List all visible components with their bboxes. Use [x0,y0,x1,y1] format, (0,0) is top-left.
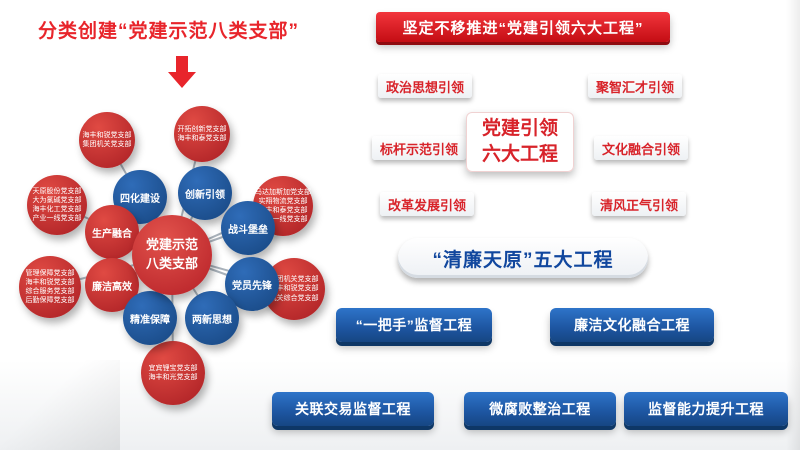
branch-name: 机关综合党支部 [269,294,319,302]
ribbon-reform: 改革发展引领 [380,192,474,216]
category-label: 生产融合 [92,228,132,240]
branch-name: 海丰和光党支部 [148,374,198,381]
ribbon-culture: 文化融合引领 [594,136,688,160]
branch-name: 管理保障党支部 [25,269,75,277]
category-label: 战斗堡垒 [228,224,268,236]
inner-category-circle: 两新思想 [185,291,239,345]
down-arrow-stem [176,56,188,72]
branch-name: 后勤保障党支部 [25,297,75,305]
inner-category-circle: 精准保障 [123,291,177,345]
branch-name: 大为氯碱党支部 [32,196,82,204]
branch-name: 集团机关党支部 [269,276,319,284]
project-button-micro-corruption: 微腐败整治工程 [464,392,616,426]
down-arrow-head [168,72,196,88]
branch-name: 宜宾锂宝党支部 [148,364,198,372]
branch-name: 天原股份党支部 [32,187,82,195]
ribbon-integrity-wind: 清风正气引领 [592,192,686,216]
category-label: 党员先锋 [232,280,272,292]
branch-radial-diagram: 海丰和锐党支部 集团机关党支部 开拓创新党支部 海丰和泰党支部 天原股份党支部 … [10,95,340,435]
category-label: 廉洁高效 [92,281,132,293]
project-button-top-leader: “一把手”监督工程 [336,308,492,342]
branch-name: 海丰和泰党支部 [177,135,227,142]
project-button-culture-integration: 廉洁文化融合工程 [550,308,714,342]
outer-branch-circle: 海丰和锐党支部 集团机关党支部 [79,112,135,168]
branch-name: 生产一线党支部 [258,216,308,224]
center-box-line2: 六大工程 [481,144,558,165]
category-label: 四化建设 [120,193,160,205]
inner-category-circle: 生产融合 [85,205,139,259]
inner-category-circle: 创新引领 [178,166,232,220]
branch-name: 海丰和锐党支部 [82,131,132,139]
branch-name: 马达加斯加党支部 [255,188,311,196]
category-label: 两新思想 [192,314,232,326]
branch-name: 海丰和锐党支部 [269,285,319,293]
center-label-line2: 八类支部 [145,256,198,271]
six-projects-center-box: 党建引领 六大工程 [466,112,574,172]
outer-branch-circle: 天原股份党支部 大为氯碱党支部 海丰化工党支部 产业一线党支部 [27,175,87,235]
five-projects-title-pill: “清廉天原”五大工程 [398,238,648,278]
inner-category-circle: 战斗堡垒 [221,201,275,255]
ribbon-political-thought: 政治思想引领 [378,74,472,98]
outer-branch-circle: 宜宾锂宝党支部 海丰和光党支部 [141,341,205,405]
branch-name: 集团机关党支部 [82,141,132,148]
category-label: 精准保障 [130,314,170,326]
branch-name: 综合服务党支部 [25,288,75,295]
branch-name: 海丰化工党支部 [32,206,82,213]
right-section-banner: 坚定不移推进“党建引领六大工程” [376,12,670,42]
branch-name: 海丰和泰党支部 [258,207,308,214]
branch-name: 海丰和锐党支部 [25,278,75,286]
project-button-supervision-capability: 监督能力提升工程 [624,392,788,426]
ribbon-talent: 聚智汇才引领 [588,74,682,98]
left-section-title: 分类创建“党建示范八类支部” [38,21,300,42]
ribbon-benchmark: 标杆示范引领 [372,136,466,160]
outer-branch-circle: 开拓创新党支部 海丰和泰党支部 [174,106,230,162]
outer-branch-circle: 管理保障党支部 海丰和锐党支部 综合服务党支部 后勤保障党支部 [19,256,81,318]
branch-name: 开拓创新党支部 [177,125,227,133]
diagram-center-circle: 党建示范 八类支部 [132,215,212,295]
branch-name: 产业一线党支部 [32,215,82,223]
down-arrow-icon [168,56,196,92]
branch-name: 实翔物流党支部 [258,197,308,205]
project-button-related-transactions: 关联交易监督工程 [272,392,434,426]
center-label-line1: 党建示范 [145,237,198,253]
category-label: 创新引领 [185,189,225,201]
center-box-line1: 党建引领 [481,118,558,140]
